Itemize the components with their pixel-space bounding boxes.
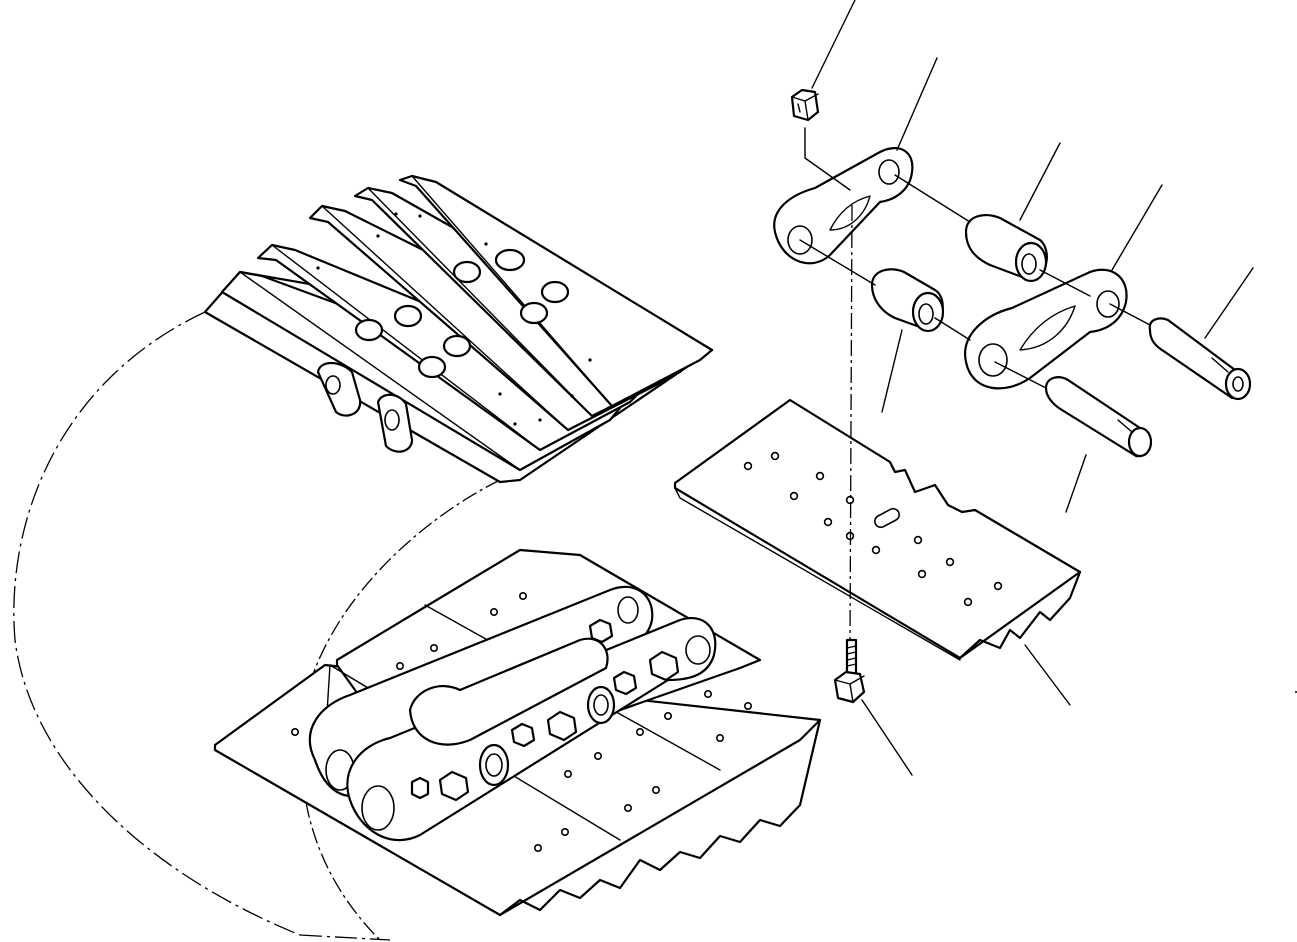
link-rear <box>964 268 1128 390</box>
bolt <box>833 638 866 704</box>
pin-upper <box>1148 317 1252 401</box>
link-front <box>773 146 914 265</box>
leader-lines <box>811 0 1254 776</box>
track-assembly-upper <box>203 174 714 484</box>
bushing-upper <box>964 214 1048 283</box>
shoe <box>673 398 1082 661</box>
nut <box>790 88 820 122</box>
track-assembly-lower <box>213 548 822 917</box>
bushing-lower <box>870 268 945 333</box>
assembly-axis-lines <box>799 127 1151 641</box>
pin-lower <box>1044 376 1153 458</box>
